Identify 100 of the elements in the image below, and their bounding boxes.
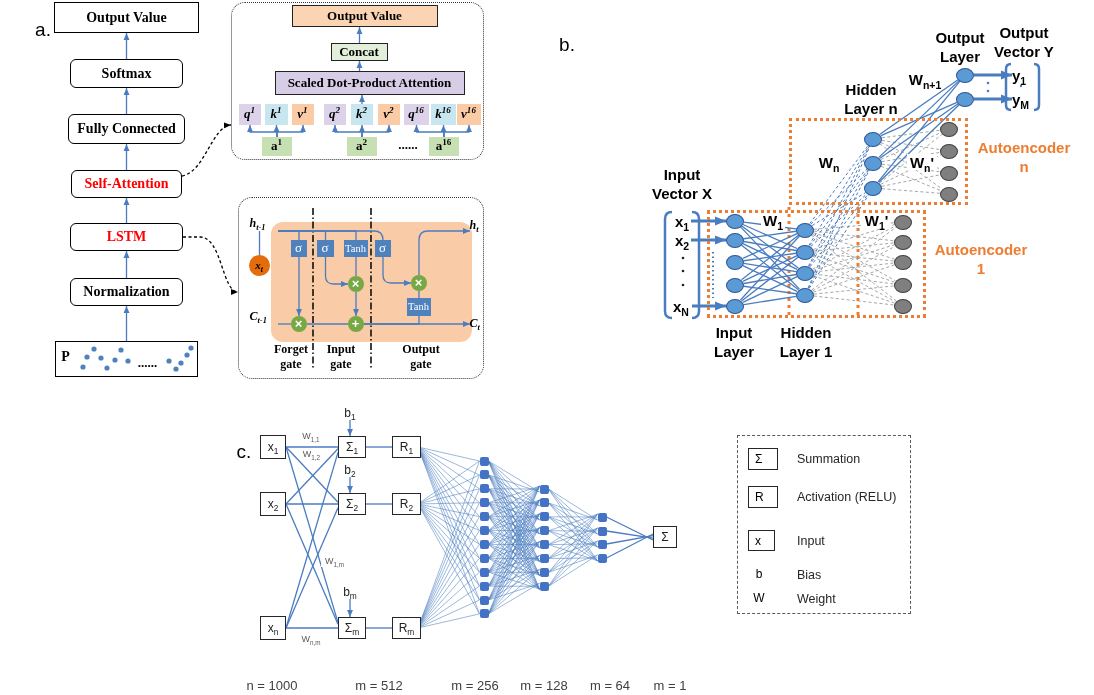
ellipsis-text: ...... <box>136 356 159 371</box>
connector-line <box>420 448 480 476</box>
vector-element-label: x$_{1}$ <box>675 213 691 229</box>
output-box: Output Value <box>291 4 438 27</box>
connector-line <box>420 502 480 505</box>
arrow <box>356 26 363 44</box>
connector-line <box>742 243 798 270</box>
connector-line <box>878 80 960 158</box>
input-circle: x$_{t}$ <box>248 254 270 276</box>
dashed-connector-line <box>880 165 942 192</box>
connector-line <box>488 555 540 601</box>
connector-line <box>488 569 540 615</box>
connector-line <box>363 315 420 325</box>
neuron-circle <box>796 265 814 281</box>
connector-line <box>420 507 480 587</box>
ellipsis-text: ...... <box>397 139 419 153</box>
neuron-circle <box>894 277 912 293</box>
state-label: h$_{t}$ <box>469 217 484 233</box>
query-box: q$^{1}$ <box>238 103 261 125</box>
connector-line <box>605 516 654 541</box>
neuron-square <box>539 540 549 550</box>
neuron-square <box>479 609 489 619</box>
arrow <box>359 94 365 105</box>
key-box: k$^{1}$ <box>264 103 288 125</box>
dashed-connector-line <box>813 262 895 273</box>
input-token-box: a$^{1}$ <box>261 136 292 156</box>
layer-box: LSTM <box>70 223 183 251</box>
dashed-connector-line <box>810 168 868 225</box>
connector-line <box>548 540 598 559</box>
vector-label: Input Vector X <box>651 165 713 203</box>
weight-label: W$_{n}$' <box>907 154 937 170</box>
sum-box: Σ$_{m}$ <box>338 617 366 639</box>
value-box: v$^{16}$ <box>456 103 481 125</box>
connector-line <box>420 599 480 627</box>
arrow <box>691 216 726 226</box>
neuron-circle <box>940 165 958 181</box>
connector-line <box>285 627 339 629</box>
neuron-circle <box>940 143 958 159</box>
key-box: k$^{2}$ <box>350 103 373 125</box>
dashed-connector-line <box>811 191 867 227</box>
panel-letter: c. <box>235 440 253 464</box>
input-box: x$_{1}$ <box>260 435 286 459</box>
neuron-square <box>539 512 549 522</box>
arrow <box>347 419 353 437</box>
neuron-circle <box>940 121 958 137</box>
neuron-square <box>479 456 489 466</box>
dashed-connector-line <box>812 255 896 303</box>
neuron-circle <box>864 155 882 171</box>
dashed-connector-line <box>812 275 896 304</box>
connector-line <box>420 448 480 490</box>
neuron-square <box>597 539 607 549</box>
state-label: C$_{t-1}$ <box>249 309 278 324</box>
connector-line <box>743 295 797 306</box>
neuron-square <box>479 581 489 591</box>
activation-box: R$_{1}$ <box>392 436 421 458</box>
connector-line <box>605 533 654 559</box>
connector-line <box>420 450 480 517</box>
arrow <box>347 598 353 618</box>
layer-box: Fully Connected <box>68 114 185 144</box>
layer-box: Self-Attention <box>71 170 182 198</box>
legend-symbol: W <box>752 590 766 606</box>
connector-line <box>548 513 598 573</box>
bias-label: b$_{1}$ <box>343 406 357 420</box>
arrow <box>353 291 359 317</box>
dashed-connector-line <box>813 252 895 262</box>
connector-line <box>742 223 798 250</box>
dashed-connector-line <box>813 285 895 295</box>
vector-element-label: y$_{1}$ <box>1012 66 1029 84</box>
neuron-square <box>479 512 489 522</box>
connector-line <box>548 554 598 573</box>
connector-line <box>420 506 480 559</box>
size-label: m = 256 <box>450 677 500 694</box>
dashed-connector-line <box>810 193 868 247</box>
dashed-connector-line <box>811 233 897 282</box>
weight-label: W$_{1,1}$ <box>299 431 323 442</box>
query-box: q$^{16}$ <box>403 103 429 125</box>
dashed-connector-line <box>812 244 896 271</box>
neuron-circle <box>726 298 744 314</box>
connector-line <box>420 447 480 462</box>
arrow <box>382 256 412 286</box>
weight-label: W$_{1,2}$ <box>300 449 323 459</box>
connector-line <box>258 230 261 256</box>
size-label: m = 1 <box>652 677 688 694</box>
dashed-arrow <box>182 236 239 293</box>
legend-symbol: b <box>754 566 764 582</box>
connector-line <box>743 230 797 240</box>
connector-line <box>743 273 797 285</box>
neuron-circle <box>726 277 744 293</box>
dashed-connector-line <box>880 154 942 185</box>
value-box: v$^{2}$ <box>377 103 400 125</box>
connector-line <box>548 527 598 573</box>
connector-line <box>548 488 598 535</box>
connector-line <box>548 502 598 521</box>
activation-box: R$_{2}$ <box>392 493 421 515</box>
neuron-square <box>597 526 607 536</box>
sum-box: Σ$_{2}$ <box>338 493 366 515</box>
legend-text: Summation <box>797 451 862 468</box>
connector-line <box>488 569 540 601</box>
dashed-connector-line <box>813 230 895 242</box>
dashed-connector-line <box>881 174 941 187</box>
